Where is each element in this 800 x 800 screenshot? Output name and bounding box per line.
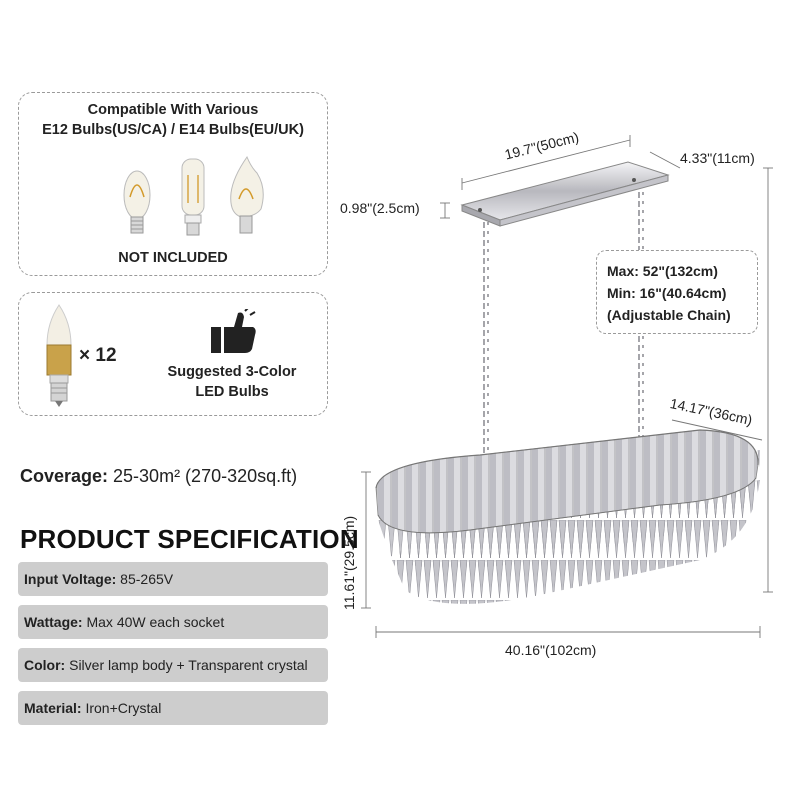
chain-max: Max: 52"(132cm) xyxy=(607,263,718,279)
tubular-bulb-icon xyxy=(181,158,205,236)
led-bulb-icon xyxy=(46,304,72,407)
dimension-lines xyxy=(361,135,773,638)
canopy xyxy=(460,161,670,227)
coverage-line: Coverage: 25-30m² (270-320sq.ft) xyxy=(20,466,297,487)
chain-length-box: Max: 52"(132cm) Min: 16"(40.64cm) (Adjus… xyxy=(596,250,758,334)
spec-row-wattage: Wattage: Max 40W each socket xyxy=(18,605,328,639)
canopy-height-label: 0.98"(2.5cm) xyxy=(340,200,420,216)
chain-min: Min: 16"(40.64cm) xyxy=(607,285,727,301)
chains xyxy=(483,192,644,468)
spec-title: PRODUCT SPECIFICATION xyxy=(20,524,359,554)
chain-note: (Adjustable Chain) xyxy=(607,307,731,323)
height-label: 11.61"(29.5cm) xyxy=(341,515,357,610)
spec-row-color: Color: Silver lamp body + Transparent cr… xyxy=(18,648,328,682)
spec-key: Wattage: xyxy=(24,614,83,630)
led-bulbs-box: × 12 Suggested 3-Color LED Bulbs xyxy=(18,292,328,416)
spec-value: Silver lamp body + Transparent crystal xyxy=(65,657,308,673)
coverage-label: Coverage: xyxy=(20,466,109,486)
spec-value: Iron+Crystal xyxy=(81,700,162,716)
length-label: 40.16"(102cm) xyxy=(505,642,597,658)
candle-bulb-icon xyxy=(123,170,151,234)
compatible-title-line2: E12 Bulbs(US/CA) / E14 Bulbs(EU/UK) xyxy=(42,122,304,138)
compatible-bulbs-box: Compatible With Various E12 Bulbs(US/CA)… xyxy=(18,92,328,276)
crystal-body xyxy=(375,429,760,604)
compatible-title-line1: Compatible With Various xyxy=(87,102,259,118)
led-count: × 12 xyxy=(79,345,117,366)
coverage-value: 25-30m² (270-320sq.ft) xyxy=(108,466,298,486)
not-included-label: NOT INCLUDED xyxy=(118,250,228,266)
spec-key: Color: xyxy=(24,657,66,673)
bulb-illustrations xyxy=(123,155,264,236)
suggest-line2: LED Bulbs xyxy=(195,384,269,400)
spec-key: Material: xyxy=(24,700,82,716)
spec-key: Input Voltage: xyxy=(24,571,117,587)
thumbs-up-icon xyxy=(211,309,256,353)
canopy-width-label: 4.33"(11cm) xyxy=(680,150,755,166)
spec-row-voltage: Input Voltage: 85-265V xyxy=(18,562,328,596)
spec-value: 85-265V xyxy=(116,571,174,587)
flame-tip-bulb-icon xyxy=(230,155,264,234)
spec-row-material: Material: Iron+Crystal xyxy=(18,691,328,725)
suggest-line1: Suggested 3-Color xyxy=(167,364,297,380)
spec-value: Max 40W each socket xyxy=(82,614,225,630)
